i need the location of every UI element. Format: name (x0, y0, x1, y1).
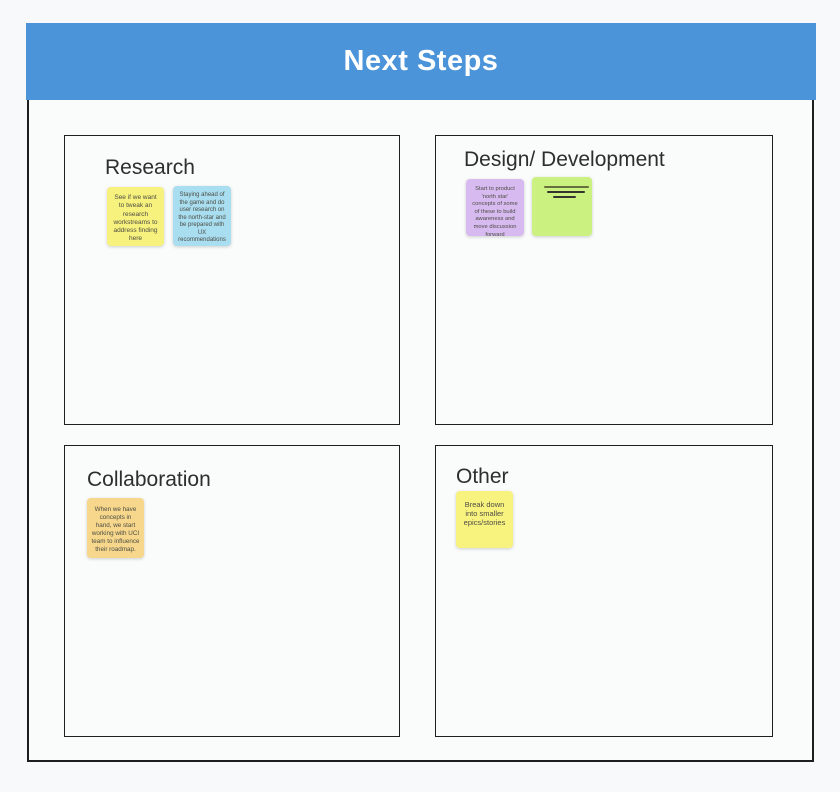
board-header: Next Steps (26, 23, 816, 100)
sticky-note-text: Staying ahead of the game and do user re… (178, 192, 226, 243)
sticky-note-text: Start to product 'north star' concepts o… (472, 186, 518, 236)
sticky-note-text: See if we want to tweak an research work… (113, 194, 158, 243)
section-research[interactable]: Research See if we want to tweak an rese… (64, 135, 400, 425)
section-other-title: Other (456, 465, 509, 488)
sticky-note-other-1[interactable]: Break down into smaller epics/stories (456, 491, 513, 548)
scribble-line-icon (553, 196, 576, 198)
board-title: Next Steps (343, 45, 499, 77)
section-research-title: Research (105, 156, 195, 179)
sticky-note-research-2[interactable]: Staying ahead of the game and do user re… (173, 186, 231, 246)
board-frame (27, 23, 814, 762)
section-collaboration-title: Collaboration (87, 468, 211, 491)
scribble-line-icon (547, 191, 585, 193)
section-other[interactable]: Other Break down into smaller epics/stor… (435, 445, 773, 737)
section-design-development-title: Design/ Development (464, 148, 665, 171)
scribble-line-icon (544, 186, 589, 188)
sticky-note-collaboration-1[interactable]: When we have concepts in hand, we start … (87, 498, 144, 558)
section-design-development[interactable]: Design/ Development Start to product 'no… (435, 135, 773, 425)
sticky-note-design-2[interactable] (532, 177, 592, 236)
section-collaboration[interactable]: Collaboration When we have concepts in h… (64, 445, 400, 737)
sticky-note-text: When we have concepts in hand, we start … (91, 506, 140, 553)
sticky-note-research-1[interactable]: See if we want to tweak an research work… (107, 187, 164, 246)
sticky-note-text: Break down into smaller epics/stories (463, 500, 506, 527)
sticky-note-design-1[interactable]: Start to product 'north star' concepts o… (466, 179, 524, 236)
